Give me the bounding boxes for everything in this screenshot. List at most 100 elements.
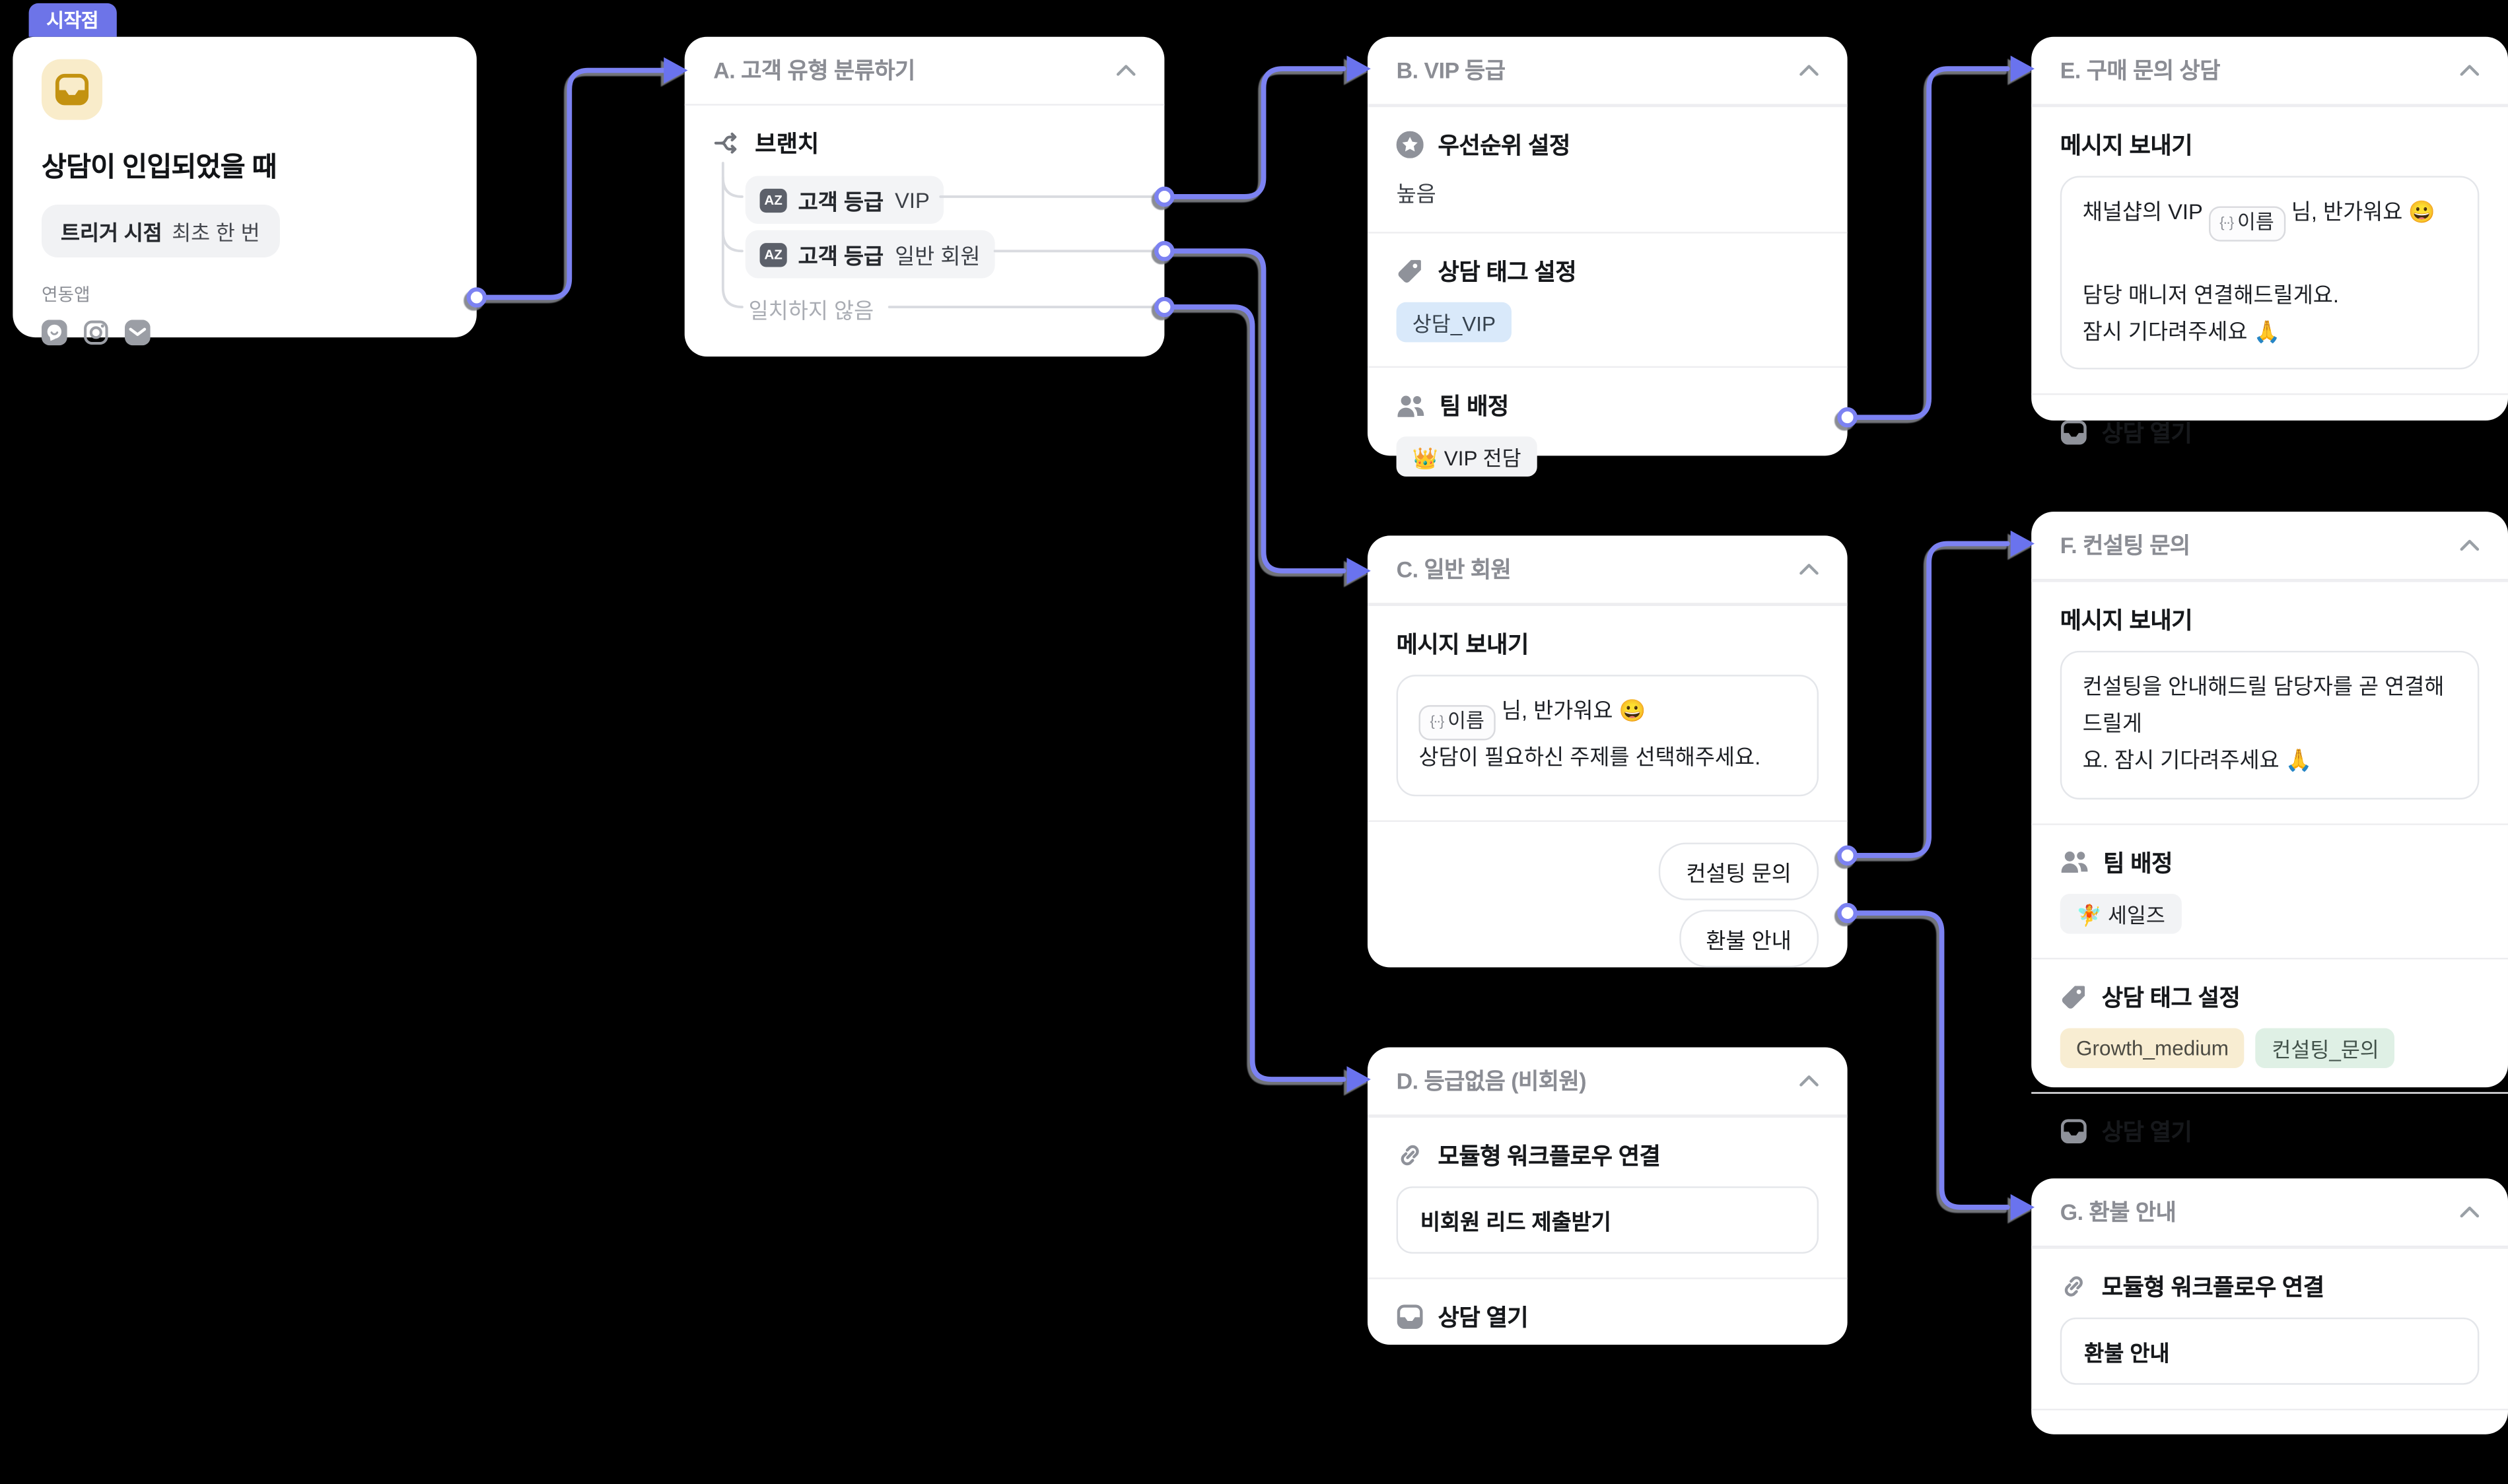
card-g-title: G. 환불 안내 <box>2060 1199 2177 1225</box>
start-node-card[interactable]: 시작점 상담이 인입되었을 때 트리거 시점 최초 한 번 연동앱 <box>13 3 477 346</box>
node-card-d[interactable]: D. 등급없음 (비회원) 모듈형 워크플로우 연결 비회원 리드 제출받기 <box>1367 1047 1848 1345</box>
connector-c-refund-to-g[interactable] <box>1844 910 2010 1210</box>
az-sort-icon: AZ <box>759 187 787 212</box>
open-chat-section: 상담 열기 <box>1367 1277 1848 1357</box>
chevron-up-icon[interactable] <box>1799 64 1819 77</box>
chevron-up-icon[interactable] <box>2460 539 2480 551</box>
connector-a-vip-to-b[interactable] <box>1162 66 1346 199</box>
tag-consulting[interactable]: 컨설팅_문의 <box>2256 1028 2396 1068</box>
module-title: 모듈형 워크플로우 연결 <box>2101 1275 2324 1302</box>
module-link-box[interactable]: 환불 안내 <box>2060 1317 2480 1385</box>
connector-a-regular-to-c[interactable] <box>1162 248 1346 574</box>
message-section: 메시지 보내기 {··}이름 님, 반가워요 😀 상담이 필요하신 주제를 선택… <box>1367 604 1848 820</box>
priority-title: 우선순위 설정 <box>1438 134 1571 160</box>
branch-condition-vip[interactable]: AZ 고객 등급 VIP <box>745 176 944 224</box>
team-title: 팀 배정 <box>1439 395 1509 421</box>
message-section: 메시지 보내기 컨설팅을 안내해드릴 담당자를 곧 연결해드릴게 요. 잠시 기… <box>2031 580 2508 823</box>
card-c-header[interactable]: C. 일반 회원 <box>1367 535 1848 605</box>
card-f-header[interactable]: F. 컨설팅 문의 <box>2031 512 2508 581</box>
branch-split-icon <box>713 129 740 156</box>
tag-section: 상담 태그 설정 Growth_medium 컨설팅_문의 <box>2031 957 2508 1091</box>
chevron-up-icon[interactable] <box>2460 64 2480 77</box>
open-chat-label: 상담 열기 <box>2101 422 2192 449</box>
open-chat-label: 상담 열기 <box>2101 1120 2192 1147</box>
inbox-icon <box>55 73 89 106</box>
tag-section: 상담 태그 설정 상담_VIP <box>1367 232 1848 366</box>
message-line1-prefix: 채널샵의 VIP <box>2082 199 2209 224</box>
card-e-header[interactable]: E. 구매 문의 상담 <box>2031 37 2508 106</box>
message-line2: 상담이 필요하신 주제를 선택해주세요. <box>1418 744 1761 769</box>
card-b-title: B. VIP 등급 <box>1396 57 1506 83</box>
branch-row: 브랜치 <box>713 126 819 160</box>
link-icon <box>1397 1141 1424 1168</box>
tag-icon <box>2060 983 2087 1010</box>
card-e-title: E. 구매 문의 상담 <box>2060 57 2221 83</box>
tag-icon <box>1397 257 1424 285</box>
team-section: 팀 배정 🧚 세일즈 <box>2031 823 2508 957</box>
message-line1-suffix: 님, 반가워요 😀 <box>2285 199 2436 224</box>
chevron-up-icon[interactable] <box>1799 1075 1819 1087</box>
reply-button-refund[interactable]: 환불 안내 <box>1679 909 1819 967</box>
inbox-icon-tile <box>41 59 103 120</box>
open-chat-section: 상담 열기 <box>2031 393 2508 474</box>
tag-title: 상담 태그 설정 <box>1438 260 1577 287</box>
team-value-pill[interactable]: 👑 VIP 전담 <box>1396 436 1537 477</box>
card-g-header[interactable]: G. 환불 안내 <box>2031 1178 2508 1248</box>
clipped-section <box>2031 1408 2508 1484</box>
message-title: 메시지 보내기 <box>1396 633 1529 659</box>
reply-button-consulting[interactable]: 컨설팅 문의 <box>1659 842 1819 900</box>
node-card-c[interactable]: C. 일반 회원 메시지 보내기 {··}이름 님, 반가워요 😀 상담이 필요… <box>1367 535 1848 968</box>
connector-a-fallback-to-d[interactable] <box>1162 304 1346 1082</box>
priority-section: 우선순위 설정 높음 <box>1367 105 1848 232</box>
node-card-g[interactable]: G. 환불 안내 모듈형 워크플로우 연결 환불 안내 <box>2031 1178 2508 1434</box>
trigger-label: 트리거 시점 <box>61 220 162 245</box>
connector-start-to-a[interactable] <box>473 67 668 300</box>
node-card-b[interactable]: B. VIP 등급 우선순위 설정 높음 <box>1367 36 1848 477</box>
apps-label: 연동앱 <box>41 286 90 306</box>
team-title: 팀 배정 <box>2103 852 2173 878</box>
message-section: 메시지 보내기 채널샵의 VIP {··}이름 님, 반가워요 😀 담당 매니저… <box>2031 105 2508 394</box>
branch-field: 고객 등급 <box>798 190 884 215</box>
card-d-header[interactable]: D. 등급없음 (비회원) <box>1367 1048 1848 1116</box>
inbox-icon <box>1397 1303 1424 1330</box>
team-people-icon <box>1397 393 1426 419</box>
node-card-a[interactable]: A. 고객 유형 분류하기 브랜치 AZ 고객 등급 VIP <box>684 36 1165 357</box>
message-preview[interactable]: {··}이름 님, 반가워요 😀 상담이 필요하신 주제를 선택해주세요. <box>1396 675 1819 796</box>
inbox-icon <box>2060 420 2087 447</box>
message-preview[interactable]: 컨설팅을 안내해드릴 담당자를 곧 연결해드릴게 요. 잠시 기다려주세요 🙏 <box>2060 650 2480 799</box>
module-title: 모듈형 워크플로우 연결 <box>1438 1145 1661 1171</box>
message-line1: 컨설팅을 안내해드릴 담당자를 곧 연결해드릴게 <box>2082 675 2445 736</box>
trigger-value: 최초 한 번 <box>172 220 260 245</box>
chevron-up-icon[interactable] <box>2460 1205 2480 1218</box>
chevron-up-icon[interactable] <box>1116 64 1136 77</box>
card-d-title: D. 등급없음 (비회원) <box>1396 1068 1587 1094</box>
message-line2: 담당 매니저 연결해드릴게요. <box>2082 282 2339 307</box>
branch-condition-regular[interactable]: AZ 고객 등급 일반 회원 <box>745 230 995 279</box>
connector-b-to-e[interactable] <box>1844 66 2010 421</box>
connector-c-consulting-to-f[interactable] <box>1844 541 2010 858</box>
branch-fallback[interactable]: 일치하지 않음 <box>748 298 874 323</box>
link-icon <box>2060 1273 2087 1300</box>
branch-value: 일반 회원 <box>895 244 981 269</box>
card-c-title: C. 일반 회원 <box>1396 556 1512 582</box>
module-link-box[interactable]: 비회원 리드 제출받기 <box>1396 1186 1819 1254</box>
consult-tag[interactable]: 상담_VIP <box>1396 302 1512 343</box>
message-line1: 님, 반가워요 😀 <box>1495 698 1646 723</box>
tag-growth-medium[interactable]: Growth_medium <box>2060 1028 2245 1068</box>
branch-field: 고객 등급 <box>798 244 884 269</box>
priority-star-icon <box>1396 131 1424 158</box>
chevron-up-icon[interactable] <box>1799 563 1819 576</box>
card-b-header[interactable]: B. VIP 등급 <box>1367 37 1848 106</box>
node-card-f[interactable]: F. 컨설팅 문의 메시지 보내기 컨설팅을 안내해드릴 담당자를 곧 연결해드… <box>2031 512 2508 1146</box>
az-sort-icon: AZ <box>759 242 787 267</box>
open-chat-label: 상담 열기 <box>1438 1306 1529 1332</box>
card-a-header[interactable]: A. 고객 유형 분류하기 <box>684 37 1165 106</box>
channel-chat-icon <box>41 320 67 346</box>
start-badge: 시작점 <box>28 3 116 37</box>
variable-chip: {··}이름 <box>2208 205 2285 241</box>
workflow-canvas[interactable]: 시작점 상담이 인입되었을 때 트리거 시점 최초 한 번 연동앱 <box>0 0 2508 1434</box>
team-value-pill[interactable]: 🧚 세일즈 <box>2060 893 2182 934</box>
team-people-icon <box>2060 850 2089 875</box>
node-card-e[interactable]: E. 구매 문의 상담 메시지 보내기 채널샵의 VIP {··}이름 님, 반… <box>2031 36 2508 448</box>
message-preview[interactable]: 채널샵의 VIP {··}이름 님, 반가워요 😀 담당 매니저 연결해드릴게요… <box>2060 176 2480 370</box>
